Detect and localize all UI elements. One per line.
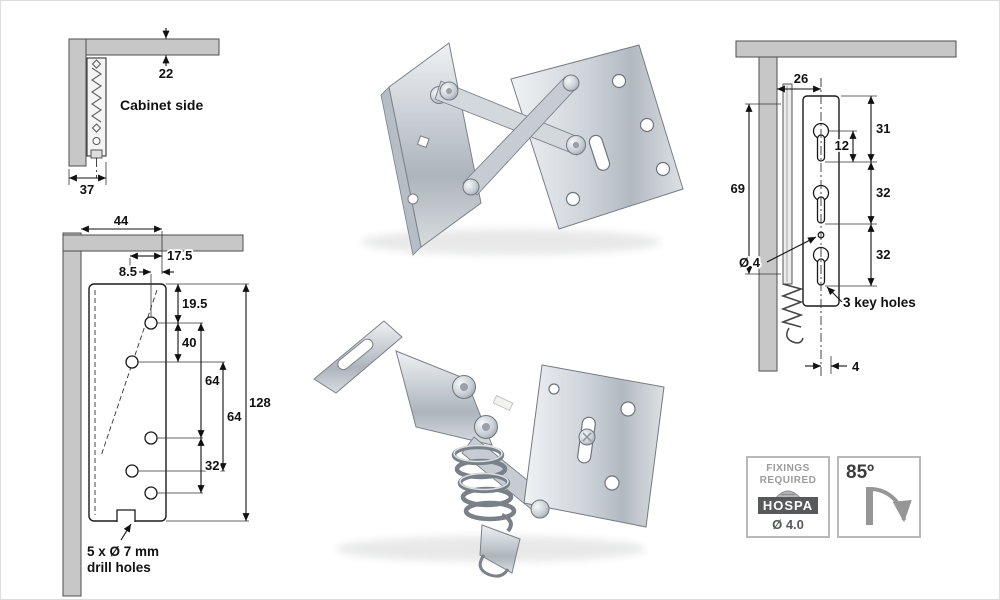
cabinet-side-label: Cabinet side bbox=[120, 97, 203, 113]
dim-32a: 32 bbox=[876, 185, 890, 200]
dim-32b: 32 bbox=[876, 247, 890, 262]
fixings-required-badge: FIXINGS REQUIRED HOSPA Ø 4.0 bbox=[746, 456, 830, 538]
cabinet-panels bbox=[68, 38, 220, 167]
fixings-label-line2: REQUIRED bbox=[759, 475, 817, 486]
drill-holes-note-line1: 5 x Ø 7 mm bbox=[87, 544, 159, 559]
dim-128: 128 bbox=[249, 395, 271, 410]
spring-coil bbox=[451, 444, 517, 533]
dim-32: 32 bbox=[205, 458, 219, 473]
hinge-photos bbox=[313, 42, 684, 578]
dim-panel-thickness: 22 bbox=[159, 66, 173, 81]
dim-31: 31 bbox=[876, 121, 890, 136]
hinge-photo-bottom bbox=[313, 320, 665, 578]
corner-detail-drawing: 22 Cabinet side 37 bbox=[68, 28, 220, 199]
mounting-plate-outline bbox=[88, 283, 167, 523]
dim-depth-37: 37 bbox=[80, 182, 94, 197]
screw-size-label: Ø 4.0 bbox=[772, 517, 804, 532]
dimension-lines bbox=[745, 85, 875, 370]
dim-4: 4 bbox=[852, 359, 860, 374]
keyhole-plate bbox=[802, 78, 840, 378]
cabinet-panels bbox=[735, 40, 957, 372]
dim-26: 26 bbox=[794, 71, 808, 86]
dim-69: 69 bbox=[731, 181, 745, 196]
hinge-arm-side-view bbox=[780, 83, 804, 344]
dim-40: 40 bbox=[182, 335, 196, 350]
flap-arc-icon bbox=[866, 486, 912, 525]
dim-44: 44 bbox=[114, 216, 129, 228]
key-holes-note: 3 key holes bbox=[843, 295, 916, 310]
opening-angle-badge: 85º bbox=[837, 456, 921, 538]
dim-17-5: 17.5 bbox=[167, 248, 192, 263]
dim-64b: 64 bbox=[227, 409, 242, 424]
opening-angle-value: 85º bbox=[846, 462, 875, 483]
drill-holes-note-line2: drill holes bbox=[87, 560, 151, 575]
dim-8-5: 8.5 bbox=[119, 264, 137, 279]
dimension-lines bbox=[81, 225, 250, 541]
dimension-lines bbox=[68, 28, 170, 185]
dim-64a: 64 bbox=[205, 373, 220, 388]
spring-catch-detail bbox=[86, 57, 107, 178]
fixings-label-line1: FIXINGS bbox=[766, 463, 810, 474]
drilling-plan-drawing: 44 17.5 8.5 19.5 40 64 64 32 128 5 x Ø 7… bbox=[62, 216, 272, 597]
dim-hole-diameter: Ø 4 bbox=[739, 255, 761, 270]
dim-19-5: 19.5 bbox=[182, 296, 207, 311]
hospa-brand-label: HOSPA bbox=[757, 497, 819, 514]
cabinet-panels bbox=[62, 232, 244, 597]
side-mounting-drawing: 26 69 31 12 32 32 Ø 4 3 key holes 4 bbox=[729, 40, 957, 378]
dim-12: 12 bbox=[835, 138, 849, 153]
hinge-photo-top bbox=[361, 42, 684, 256]
